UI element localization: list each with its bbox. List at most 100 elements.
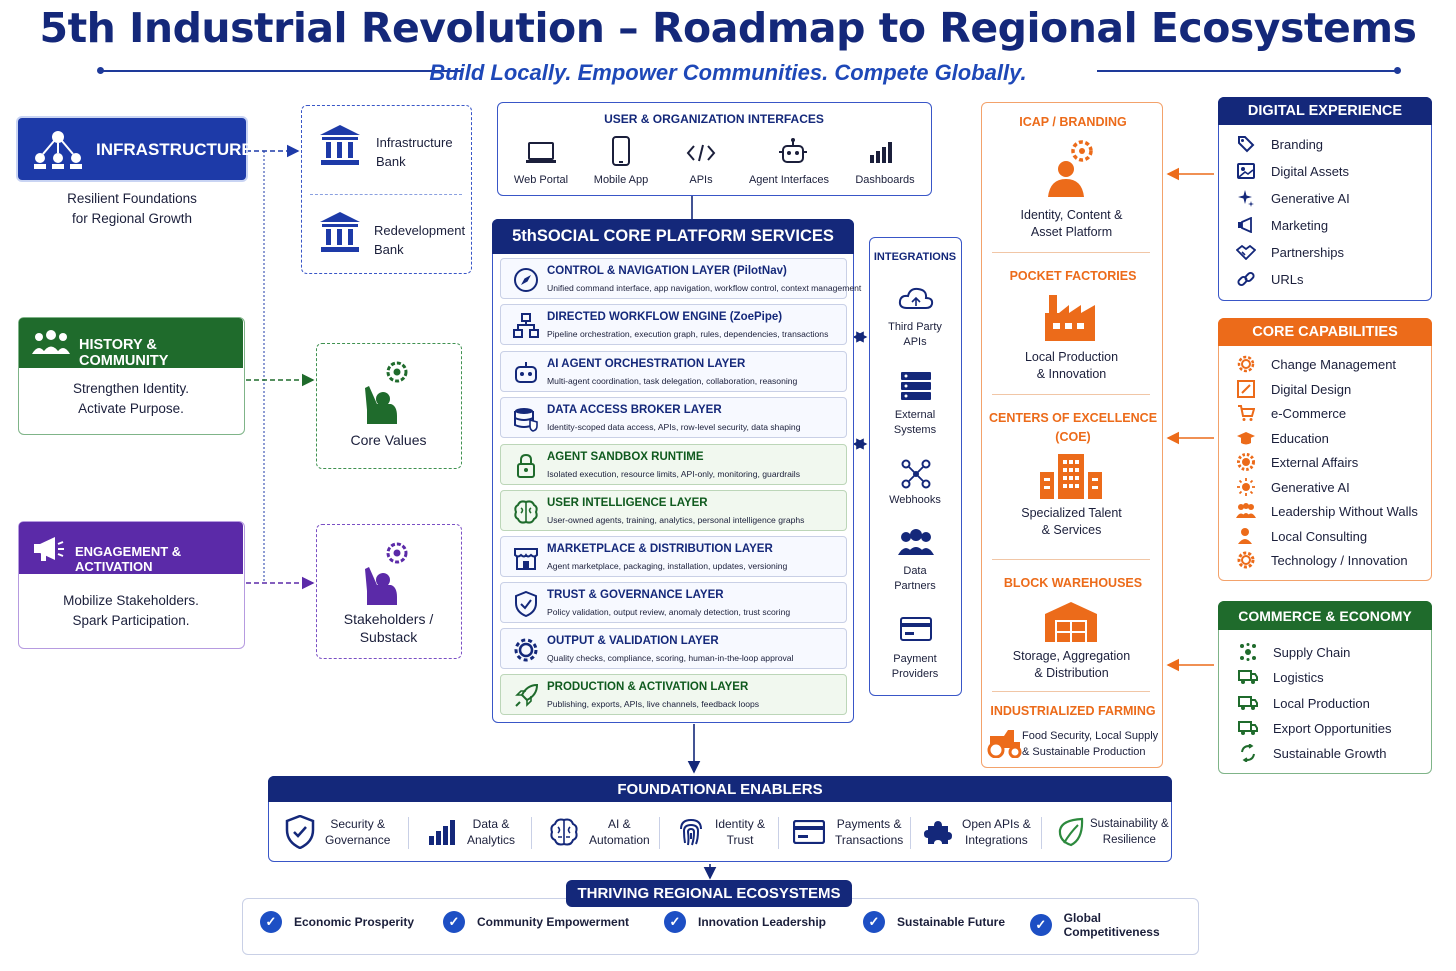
bank-line: Bank — [376, 152, 453, 171]
thriving-item: ✓Innovation Leadership — [664, 911, 826, 933]
link-icon — [1235, 270, 1257, 288]
core-values-label: Core Values — [317, 432, 460, 448]
enabler-line: Governance — [325, 832, 390, 848]
enablers-row: Security &Governance Data &Analytics AI … — [269, 803, 1171, 861]
bank-icon — [318, 123, 362, 167]
enabler-divider — [1041, 817, 1042, 849]
platform-box: 5thSOCIAL CORE PLATFORM SERVICES CONTROL… — [492, 219, 854, 723]
interface-label-web-portal: Web Portal — [501, 173, 581, 188]
enabler-line: Resilience — [1090, 832, 1169, 848]
layer-title: CONTROL & NAVIGATION LAYER (PilotNav) — [547, 265, 787, 277]
engagement-label: ENGAGEMENT & ACTIVATION — [75, 544, 244, 574]
truck-icon — [1237, 695, 1259, 711]
digital-item-label: Branding — [1271, 137, 1323, 152]
pencil-square-icon — [1235, 380, 1257, 398]
shield-check-icon — [513, 591, 539, 617]
code-icon — [686, 143, 716, 163]
person-icon — [1235, 527, 1257, 545]
people-icon — [1235, 503, 1257, 519]
compass-icon — [513, 267, 539, 293]
commerce-title: COMMERCE & ECONOMY — [1218, 601, 1432, 630]
enabler-item: Data &Analytics — [427, 811, 515, 853]
orange-divider — [992, 394, 1150, 395]
megaphone-icon — [1235, 217, 1257, 233]
thriving-label: Innovation Leadership — [698, 915, 826, 929]
commerce-label: Logistics — [1273, 670, 1324, 685]
integration-label: Data Partners — [870, 564, 960, 594]
integration-line: Data — [870, 564, 960, 579]
integration-line: Webhooks — [870, 493, 960, 508]
enabler-item: Payments &Transactions — [793, 811, 903, 853]
layer-desc: Quality checks, compliance, scoring, hum… — [547, 653, 793, 663]
enabler-label: Sustainability &Resilience — [1090, 816, 1169, 848]
capability-label: Local Consulting — [1271, 529, 1367, 544]
community-icon — [31, 330, 71, 356]
integration-line: Partners — [870, 579, 960, 594]
check-icon: ✓ — [1030, 914, 1052, 936]
mobile-icon — [611, 136, 631, 166]
capability-item: External Affairs — [1235, 451, 1358, 473]
capability-item: Technology / Innovation — [1235, 549, 1408, 571]
layer-title: MARKETPLACE & DISTRIBUTION LAYER — [547, 543, 773, 555]
platform-layer: DIRECTED WORKFLOW ENGINE (ZoePipe) Pipel… — [500, 304, 847, 345]
truck-icon — [1237, 669, 1259, 685]
caption-line: Resilient Foundations — [18, 189, 246, 209]
enabler-item: Sustainability &Resilience — [1058, 811, 1169, 853]
capability-item: e-Commerce — [1235, 402, 1346, 424]
digital-item: Marketing — [1235, 214, 1328, 236]
enabler-line: Data & — [467, 816, 515, 832]
laptop-icon — [525, 141, 557, 165]
coe-caption: Specialized Talent & Services — [982, 505, 1161, 539]
tractor-icon — [986, 728, 1022, 758]
digital-item-label: Marketing — [1271, 218, 1328, 233]
capability-label: Generative AI — [1271, 480, 1350, 495]
integrations-title: INTEGRATIONS — [870, 251, 960, 263]
person-gear-icon — [1044, 139, 1100, 199]
enablers-box: FOUNDATIONAL ENABLERS Security &Governan… — [268, 776, 1172, 862]
platform-title: 5thSOCIAL CORE PLATFORM SERVICES — [492, 219, 854, 254]
stakeholders-label: Stakeholders / Substack — [317, 610, 460, 646]
commerce-label: Supply Chain — [1273, 645, 1350, 660]
cloud-icon — [898, 286, 934, 312]
layer-title: DIRECTED WORKFLOW ENGINE (ZoePipe) — [547, 311, 782, 323]
thriving-item: ✓Global Competitiveness — [1030, 911, 1198, 939]
integration-line: Providers — [870, 667, 960, 682]
enabler-divider — [531, 817, 532, 849]
enabler-label: Identity &Trust — [715, 816, 765, 848]
check-icon: ✓ — [260, 911, 282, 933]
layer-desc: Isolated execution, resource limits, API… — [547, 469, 800, 479]
caption-line: Food Security, Local Supply — [1022, 728, 1162, 744]
layer-desc: Pipeline orchestration, execution graph,… — [547, 329, 828, 339]
enabler-label: AI &Automation — [589, 816, 650, 848]
robot-icon — [513, 360, 539, 386]
check-icon: ✓ — [863, 911, 885, 933]
integration-label: Third Party APIs — [870, 320, 960, 350]
gear-icon — [1235, 551, 1257, 569]
capability-label: Change Management — [1271, 357, 1396, 372]
bank-line: Bank — [374, 240, 465, 259]
enabler-line: Open APIs & — [962, 816, 1031, 832]
digital-experience-title: DIGITAL EXPERIENCE — [1218, 97, 1432, 125]
enabler-divider — [910, 817, 911, 849]
interface-label-apis: APIs — [661, 173, 741, 188]
orange-divider — [992, 559, 1150, 560]
bank-line: Infrastructure — [376, 133, 453, 152]
platform-layer: TRUST & GOVERNANCE LAYER Policy validati… — [500, 582, 847, 623]
caption-line: & Sustainable Production — [1022, 744, 1162, 760]
commerce-item: Local Production — [1237, 692, 1370, 714]
layer-title: DATA ACCESS BROKER LAYER — [547, 404, 722, 416]
history-label: HISTORY & COMMUNITY — [79, 337, 244, 369]
interfaces-title: USER & ORGANIZATION INTERFACES — [498, 112, 930, 126]
storefront-icon — [513, 545, 539, 571]
network-icon — [32, 128, 84, 170]
interface-label-mobile-app: Mobile App — [581, 173, 661, 188]
capability-item: Digital Design — [1235, 378, 1351, 400]
interface-label-dashboards: Dashboards — [845, 173, 925, 188]
truck-icon — [1237, 720, 1259, 736]
layer-title: AGENT SANDBOX RUNTIME — [547, 451, 704, 463]
platform-layer: AGENT SANDBOX RUNTIME Isolated execution… — [500, 444, 847, 485]
orange-column: ICAP / BRANDING Identity, Content & Asse… — [981, 102, 1163, 768]
layer-title: PRODUCTION & ACTIVATION LAYER — [547, 681, 748, 693]
robot-icon — [778, 138, 808, 166]
workflow-icon — [513, 313, 539, 339]
